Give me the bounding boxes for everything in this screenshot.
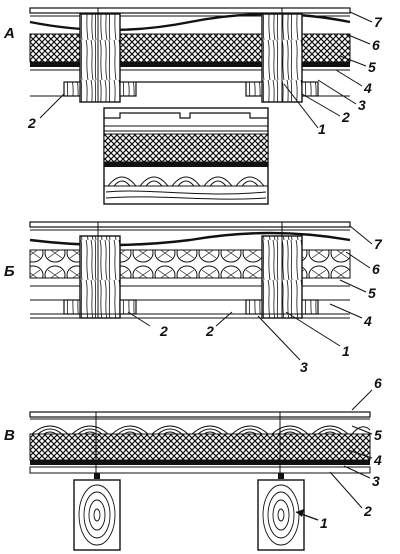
detail-inset [103,107,269,205]
section-v: В 6 5 4 3 2 1 [4,375,382,551]
a-callout-5: 5 [368,59,376,75]
a-top-board [29,7,351,14]
a-callout-3: 3 [358,97,366,113]
a-callout-7: 7 [374,14,383,30]
section-b: Б 7 6 5 4 1 3 2 2 [4,221,383,375]
v-callout-6: 6 [374,375,382,391]
a-cranial-bar-left-1 [63,81,81,97]
a-callout-left-2: 2 [27,115,36,131]
section-b-letter: Б [4,263,15,280]
a-beam-left [79,13,121,103]
b-beam-left [79,235,121,319]
a-cranial-bar-right-1 [245,81,263,97]
b-callout-6: 6 [372,261,380,277]
b-callout-5: 5 [368,285,376,301]
a-callout-4: 4 [363,80,372,96]
v-insulation [29,433,371,461]
v-callout-2: 2 [363,503,372,519]
a-callout-1: 1 [318,121,326,137]
v-callout-4: 4 [373,452,382,468]
b-callout-3: 3 [300,359,308,375]
b-callout-7: 7 [374,236,383,252]
v-beam-right [257,479,305,551]
a-callout-6: 6 [372,37,380,53]
a-vapour-layer [30,62,350,67]
v-arched-boards [30,425,371,435]
a-cranial-bar-left-2 [119,81,137,97]
v-callout-5: 5 [374,427,382,443]
b-callout-2b: 2 [205,323,214,339]
b-callout-4: 4 [363,313,372,329]
b-callout-1: 1 [342,343,350,359]
section-v-letter: В [4,427,15,444]
v-callout-1: 1 [320,515,328,531]
b-callout-2a: 2 [159,323,168,339]
v-callout-3: 3 [372,473,380,489]
section-a-letter: А [3,25,15,42]
a-cranial-bar-right-2 [301,81,319,97]
section-a: А 7 6 5 4 3 2 1 2 [3,7,383,137]
a-callout-2: 2 [341,109,350,125]
v-beam-left [73,479,121,551]
